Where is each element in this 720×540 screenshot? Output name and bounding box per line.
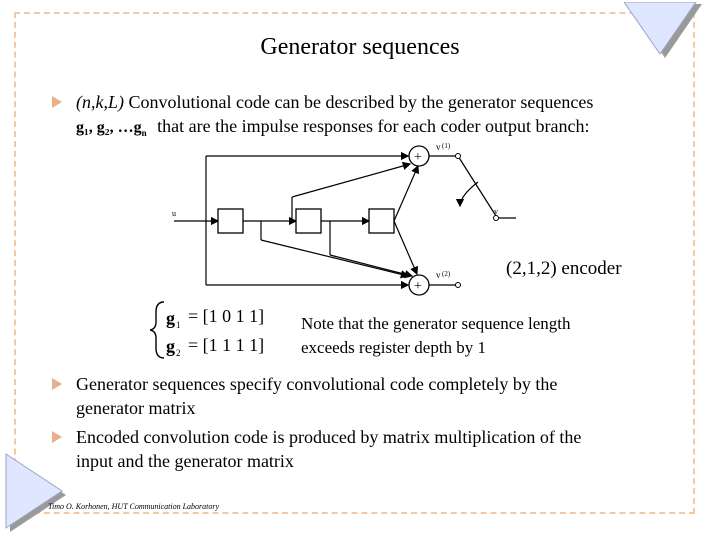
note-line1: Note that the generator sequence length: [301, 314, 571, 333]
bullet-marker: [52, 431, 62, 443]
slide-title: Generator sequences: [260, 34, 460, 60]
adder-bottom: [408, 274, 430, 296]
switch-output-label: v: [494, 207, 498, 216]
bullet-marker: [52, 96, 62, 108]
adder-top: [408, 145, 430, 167]
bullet2-line1: Generator sequences specify convolutiona…: [76, 374, 558, 394]
corner-triangle-top-right: [623, 2, 702, 58]
bullet1-line2-text: that are the impulse responses for each …: [157, 116, 590, 136]
adder-top-plus: +: [414, 150, 422, 165]
shift-register: [217, 208, 244, 234]
g1-subscript: 1: [176, 320, 181, 330]
shift-register: [368, 208, 395, 234]
bullet-marker: [52, 378, 62, 390]
footer-credit: Timo O. Korhonen, HUT Communication Labo…: [48, 502, 220, 511]
slide-frame: [14, 12, 695, 514]
bullet1-text: Convolutional code can be described by t…: [124, 92, 594, 112]
g2-name: g: [166, 336, 175, 356]
input-label: u: [172, 209, 176, 218]
g2-value: = [1 1 1 1]: [188, 335, 264, 355]
bullet1-line1: (n,k,L) Convolutional code can be descri…: [76, 90, 593, 114]
shift-register: [295, 208, 322, 234]
corner-triangle-bottom-left: [5, 453, 66, 532]
generator-equations: g 1 = [1 0 1 1] g 2 = [1 1 1 1]: [150, 301, 264, 359]
output1-label: v: [436, 142, 441, 152]
bullet3-line1: Encoded convolution code is produced by …: [76, 427, 582, 447]
output2-sup: (2): [442, 270, 451, 278]
bullet3-line2: input and the generator matrix: [76, 451, 294, 471]
g1-value: = [1 0 1 1]: [188, 306, 264, 326]
adder-bottom-plus: +: [414, 279, 422, 294]
bullet1-line2: g₁, g₂, …gn that are the impulse respons…: [76, 114, 589, 145]
output1-sup: (1): [442, 142, 451, 150]
code-parameters: (n,k,L): [76, 92, 124, 112]
bullet2-line2: generator matrix: [76, 398, 196, 418]
generator-sequence-list: g₁, g₂, …gn: [76, 119, 147, 139]
output2-label: v: [436, 270, 441, 280]
g2-subscript: 2: [176, 348, 181, 358]
note-line2: exceeds register depth by 1: [301, 338, 487, 357]
encoder-diagram: + + u v (1) v (2) v (2,1,2) encoder: [172, 142, 622, 296]
g1-name: g: [166, 308, 175, 328]
encoder-caption: (2,1,2) encoder: [506, 258, 622, 279]
